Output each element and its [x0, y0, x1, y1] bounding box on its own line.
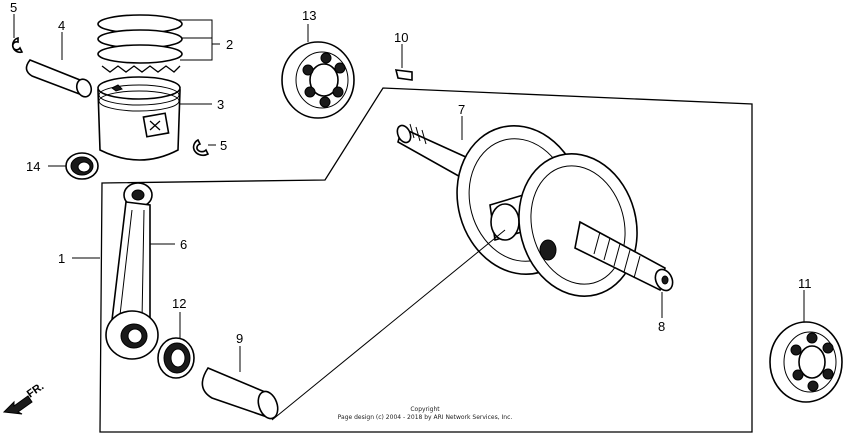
- callout-12: 12: [172, 296, 186, 311]
- connecting-rod: [105, 182, 159, 360]
- callout-9: 9: [236, 331, 243, 346]
- piston-pin: [25, 59, 93, 98]
- callout-2: 2: [226, 37, 233, 52]
- leader-lines: [13, 14, 805, 372]
- callout-6: 6: [180, 237, 187, 252]
- copyright-line-1: Copyright: [410, 406, 440, 413]
- circlip-left: [11, 36, 24, 54]
- woodruff-key: [394, 69, 413, 81]
- crank-pin-alignment-line: [271, 229, 506, 421]
- front-direction-indicator: FR.: [2, 380, 46, 415]
- callout-13: 13: [302, 8, 316, 23]
- callout-1: 1: [58, 251, 65, 266]
- ball-bearing-upper: [281, 41, 355, 119]
- callout-11: 11: [798, 276, 812, 291]
- ball-bearing-lower: [769, 321, 843, 403]
- circlip-right: [192, 138, 210, 157]
- crank-pin: [201, 367, 279, 420]
- callout-14: 14: [26, 159, 40, 174]
- callout-8: 8: [658, 319, 665, 334]
- callout-10: 10: [394, 30, 408, 45]
- crankshaft-group-outline: [99, 87, 753, 433]
- needle-bearing-big-end: [157, 337, 195, 379]
- copyright-line-2: Page design (c) 2004 - 2018 by ARI Netwo…: [338, 414, 513, 421]
- callout-5-left: 5: [10, 0, 17, 15]
- callout-3: 3: [217, 97, 224, 112]
- callout-4: 4: [58, 18, 65, 33]
- callout-5-right: 5: [220, 138, 227, 153]
- piston: [97, 76, 181, 161]
- front-arrow-icon: [2, 395, 33, 415]
- needle-bearing-small-end: [65, 152, 99, 180]
- callout-7: 7: [458, 102, 465, 117]
- crankshaft: [396, 123, 674, 297]
- piston-rings: [97, 14, 183, 73]
